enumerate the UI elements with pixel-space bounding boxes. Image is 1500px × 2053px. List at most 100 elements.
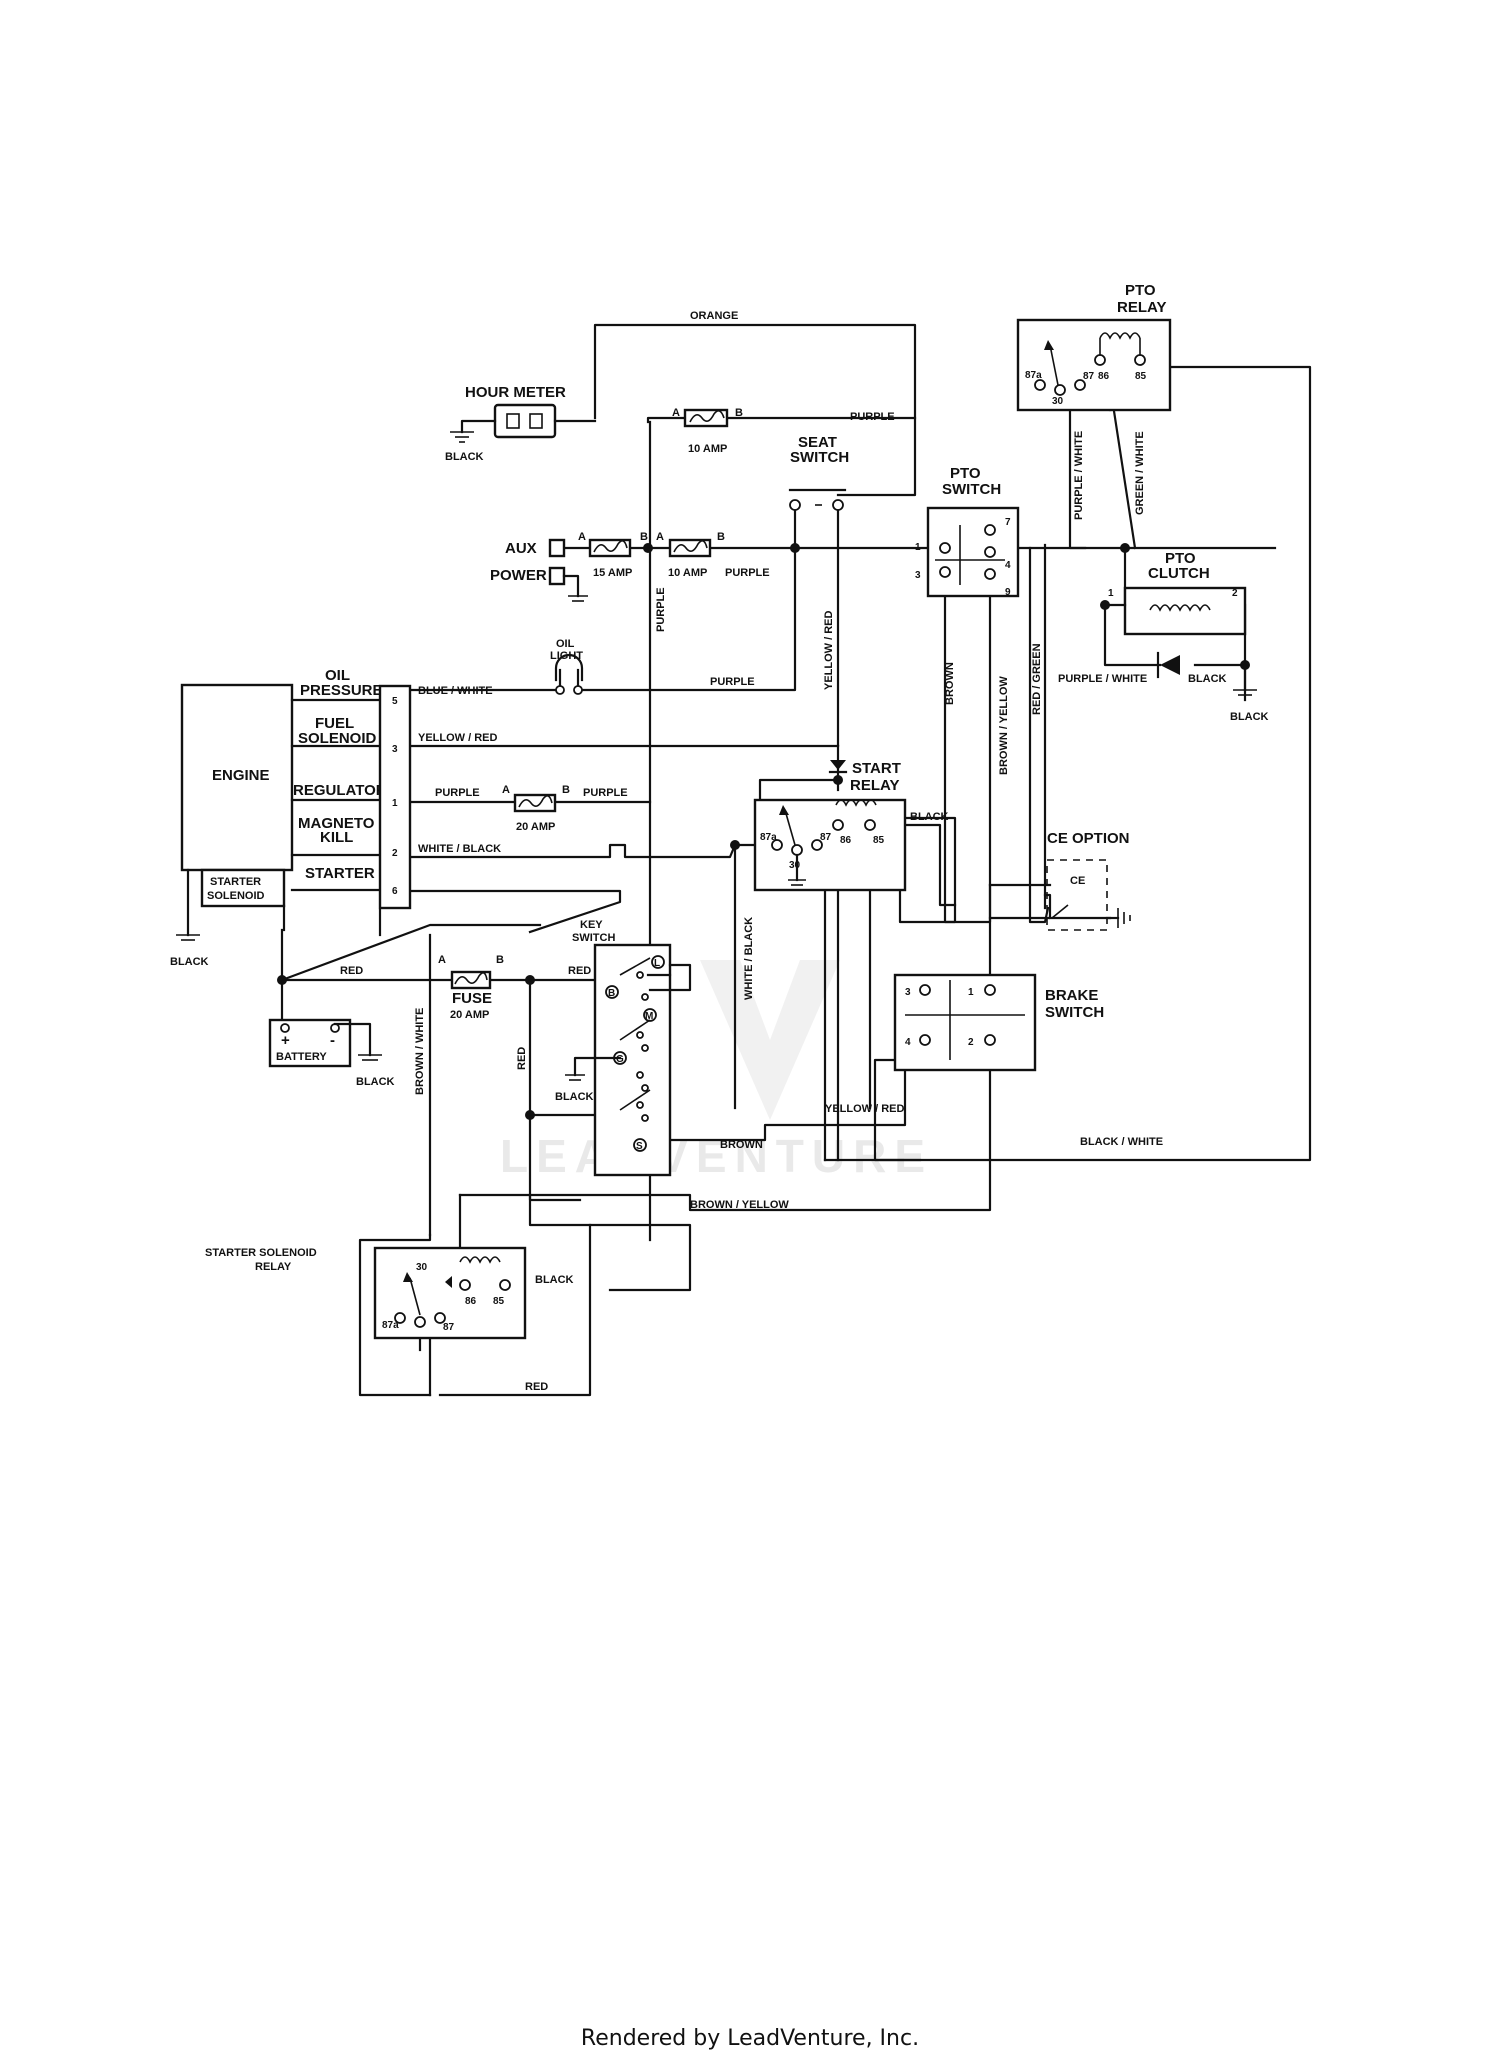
wire-purple-white-relay — [1068, 408, 1087, 550]
wire-purple-white-clutch-label: PURPLE / WHITE — [1058, 673, 1147, 685]
aux-power: AUX POWER — [490, 538, 588, 602]
wire-purple-top — [646, 416, 917, 424]
svg-text:87: 87 — [443, 1322, 455, 1333]
svg-text:85: 85 — [1135, 371, 1147, 382]
svg-text:A: A — [502, 784, 510, 796]
svg-text:A: A — [438, 954, 446, 966]
svg-text:OIL: OIL — [325, 667, 350, 684]
svg-text:PRESSURE: PRESSURE — [300, 682, 383, 699]
svg-text:RELAY: RELAY — [850, 777, 899, 794]
svg-text:BLACK: BLACK — [1230, 711, 1269, 723]
svg-text:30: 30 — [789, 860, 801, 871]
svg-text:PTO: PTO — [1125, 282, 1156, 299]
svg-text:87: 87 — [820, 832, 832, 843]
wire-white-black — [408, 843, 737, 859]
wire-black-ssr — [528, 1193, 692, 1292]
svg-text:85: 85 — [873, 835, 885, 846]
svg-text:S: S — [636, 1141, 643, 1152]
svg-text:G: G — [616, 1054, 624, 1065]
fuse-15a: A B 15 AMP — [578, 531, 648, 579]
svg-text:FUEL: FUEL — [315, 715, 354, 732]
svg-text:RELAY: RELAY — [255, 1261, 292, 1273]
wire-brown-pto-label: BROWN — [944, 662, 956, 705]
wire-purple-top-label: PURPLE — [850, 411, 895, 423]
svg-text:PTO: PTO — [1165, 550, 1196, 567]
svg-text:4: 4 — [905, 1037, 911, 1048]
svg-text:1: 1 — [392, 798, 398, 809]
svg-text:SWITCH: SWITCH — [942, 481, 1001, 498]
hour-meter: HOUR METER BLACK — [445, 384, 597, 463]
svg-text:CE: CE — [1070, 875, 1085, 887]
wire-brown-yellow-pto-label: BROWN / YELLOW — [998, 676, 1010, 775]
svg-text:86: 86 — [840, 835, 852, 846]
wire-orange — [593, 323, 917, 497]
svg-text:PTO: PTO — [950, 465, 981, 482]
wire-brown-yellow-lower-label: BROWN / YELLOW — [690, 1199, 789, 1211]
wire-red-ssr-label: RED — [525, 1381, 548, 1393]
svg-text:3: 3 — [392, 744, 398, 755]
wire-white-black-vertical-label: WHITE / BLACK — [743, 917, 755, 1000]
fuse-main-label: FUSE — [452, 990, 492, 1007]
key-switch: KEY SWITCH L B M G S BLACK — [555, 919, 692, 1177]
battery: + - BATTERY BLACK — [268, 1018, 395, 1088]
wire-purple-reg-right-label: PURPLE — [583, 787, 628, 799]
svg-text:B: B — [496, 954, 504, 966]
wire-purple-oil — [576, 546, 797, 692]
svg-text:1: 1 — [968, 987, 974, 998]
wire-green-white — [1108, 383, 1137, 550]
wire-purple-aux-label: PURPLE — [725, 567, 770, 579]
svg-text:B: B — [640, 531, 648, 543]
wire-purple-white-clutch — [1103, 603, 1162, 667]
svg-text:20 AMP: 20 AMP — [516, 821, 555, 833]
wire-black-ssr-label: BLACK — [535, 1274, 574, 1286]
svg-text:2: 2 — [968, 1037, 974, 1048]
svg-text:3: 3 — [915, 570, 921, 581]
svg-text:L: L — [654, 958, 660, 969]
svg-text:87a: 87a — [382, 1320, 399, 1331]
wire-purple-oil-label: PURPLE — [710, 676, 755, 688]
oil-light: OIL LIGHT — [550, 638, 583, 695]
svg-text:A: A — [656, 531, 664, 543]
svg-text:BLACK: BLACK — [555, 1091, 594, 1103]
fuse-20a-reg: A B 20 AMP — [502, 784, 570, 833]
wire-red-main-label: RED — [340, 965, 363, 977]
svg-text:BLACK: BLACK — [1188, 673, 1227, 685]
pto-switch: PTO SWITCH 1 3 7 4 9 — [915, 465, 1020, 598]
svg-text:RELAY: RELAY — [1117, 299, 1166, 316]
svg-text:3: 3 — [905, 987, 911, 998]
svg-text:4: 4 — [1005, 560, 1011, 571]
wire-red-green — [1028, 546, 1050, 924]
svg-text:6: 6 — [392, 886, 398, 897]
svg-text:AUX: AUX — [505, 540, 537, 557]
svg-text:POWER: POWER — [490, 567, 547, 584]
wire-yellow-red-seat-label: YELLOW / RED — [823, 611, 835, 691]
svg-text:10 AMP: 10 AMP — [668, 567, 707, 579]
wire-brown — [638, 1058, 907, 1142]
svg-text:A: A — [578, 531, 586, 543]
svg-text:KEY: KEY — [580, 919, 603, 931]
svg-text:A: A — [672, 407, 680, 419]
svg-text:START: START — [852, 760, 901, 777]
svg-text:2: 2 — [1232, 588, 1238, 599]
wire-orange-label: ORANGE — [690, 310, 738, 322]
svg-text:RED: RED — [568, 965, 591, 977]
starter-solenoid-relay: STARTER SOLENOID RELAY 87a 30 87 86 85 — [205, 1246, 527, 1340]
svg-text:87a: 87a — [1025, 370, 1042, 381]
svg-text:STARTER: STARTER — [210, 876, 261, 888]
fuse-10a-aux: B 10 AMP — [668, 531, 725, 579]
svg-text:BATTERY: BATTERY — [276, 1051, 327, 1063]
ce-option: CE OPTION CE — [1046, 830, 1131, 931]
svg-text:SWITCH: SWITCH — [790, 449, 849, 466]
wire-white-black-label: WHITE / BLACK — [418, 843, 501, 855]
svg-text:STARTER: STARTER — [305, 865, 375, 882]
start-relay: START RELAY 87a 30 87 86 85 — [730, 760, 907, 892]
wire-purple-reg-label: PURPLE — [435, 787, 480, 799]
fuse-20a-main: A B FUSE 20 AMP — [438, 954, 504, 1021]
svg-text:87: 87 — [1083, 371, 1095, 382]
svg-text:9: 9 — [1005, 587, 1011, 598]
svg-text:87a: 87a — [760, 832, 777, 843]
engine: ENGINE STARTER SOLENOID BLACK OIL PRESSU… — [170, 667, 412, 968]
svg-text:B: B — [735, 407, 743, 419]
footer-credit: Rendered by LeadVenture, Inc. — [580, 2026, 920, 2051]
